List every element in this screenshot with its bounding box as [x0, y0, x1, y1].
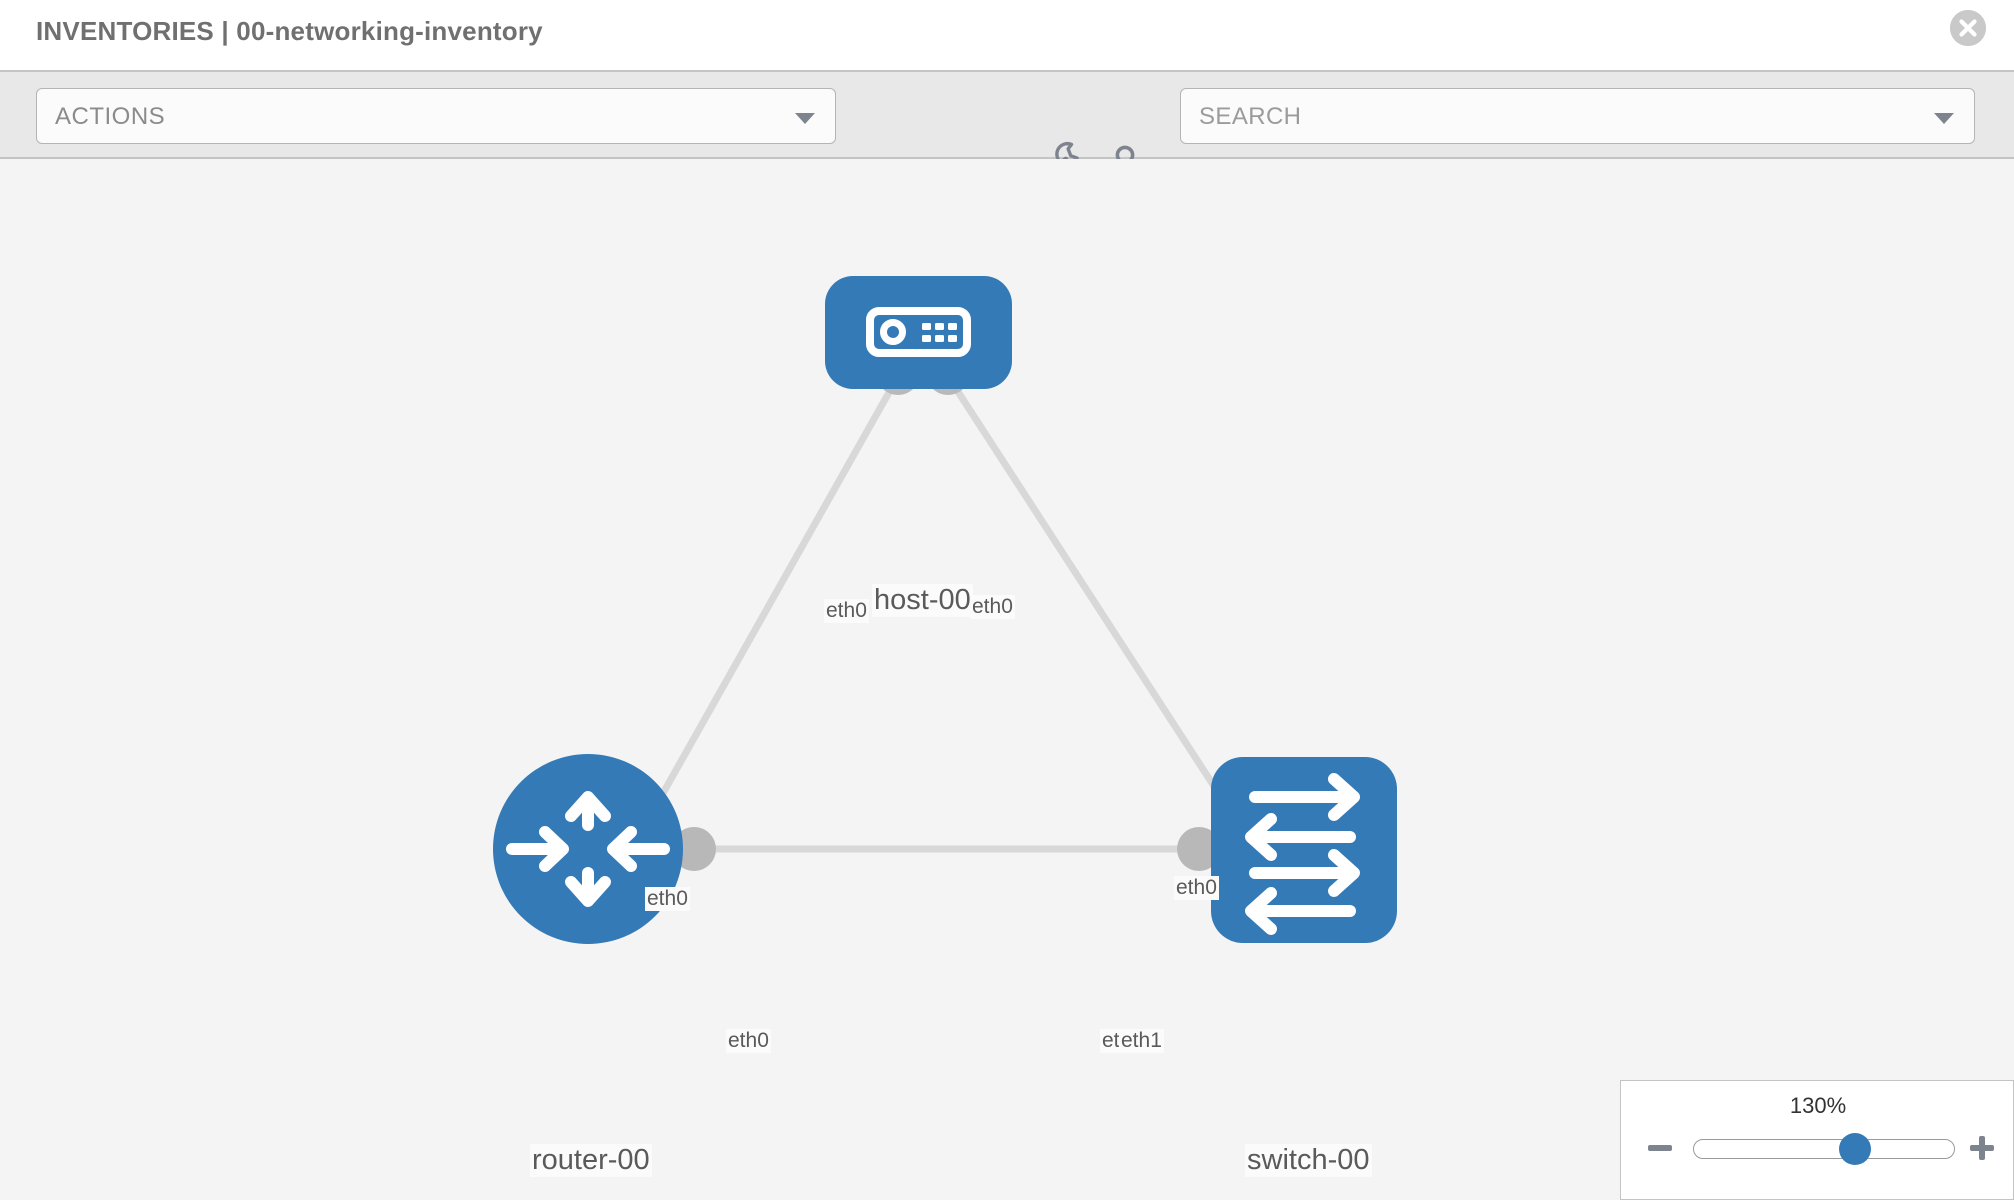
node-host-00 — [825, 276, 1012, 389]
iface-label: eth0 — [726, 1029, 771, 1053]
link-host-router — [636, 362, 909, 836]
topology-graph — [493, 276, 1397, 944]
actions-dropdown[interactable]: ACTIONS — [36, 88, 836, 144]
page-title: INVENTORIES | 00-networking-inventory — [36, 16, 543, 46]
node-label-switch-00: switch-00 — [1245, 1144, 1372, 1177]
iface-label: eth0 — [970, 595, 1015, 619]
actions-dropdown-label: ACTIONS — [55, 103, 166, 130]
node-label-host-00: host-00 — [872, 584, 973, 617]
zoom-out-button[interactable] — [1645, 1133, 1675, 1163]
connector-switch-left — [1177, 827, 1221, 871]
page-header: INVENTORIES | 00-networking-inventory — [0, 0, 2014, 70]
node-router-00 — [493, 754, 683, 944]
zoom-in-button[interactable] — [1967, 1133, 1997, 1163]
zoom-slider-thumb[interactable] — [1839, 1133, 1872, 1165]
server-icon — [866, 307, 971, 357]
chevron-down-icon — [795, 113, 815, 124]
node-label-router-00: router-00 — [530, 1144, 652, 1177]
router-arrows-icon — [506, 791, 670, 907]
connector-router-right — [672, 827, 716, 871]
topology-canvas[interactable]: eth0 eth0 eth0 eth0 eth0 eth0 eth1 host-… — [0, 159, 2014, 1200]
switch-arrows-icon — [1245, 773, 1360, 935]
iface-label: eth0 — [824, 599, 869, 623]
close-icon[interactable] — [1950, 10, 1986, 46]
topology-links — [636, 362, 1248, 853]
search-input[interactable]: SEARCH — [1180, 88, 1975, 144]
zoom-control-panel: 130% — [1620, 1080, 2014, 1200]
zoom-slider-track[interactable] — [1693, 1139, 1955, 1159]
node-switch-00 — [1211, 757, 1397, 943]
link-host-switch — [937, 362, 1248, 836]
iface-label: eth1 — [1119, 1029, 1164, 1053]
zoom-level-value: 130% — [1789, 1093, 1847, 1118]
search-placeholder: SEARCH — [1199, 103, 1302, 130]
iface-label: eth0 — [1174, 876, 1219, 900]
chevron-down-icon[interactable] — [1934, 113, 1954, 124]
toolbar: ACTIONS SEARCH — [0, 70, 2014, 176]
iface-label: eth0 — [645, 887, 690, 911]
